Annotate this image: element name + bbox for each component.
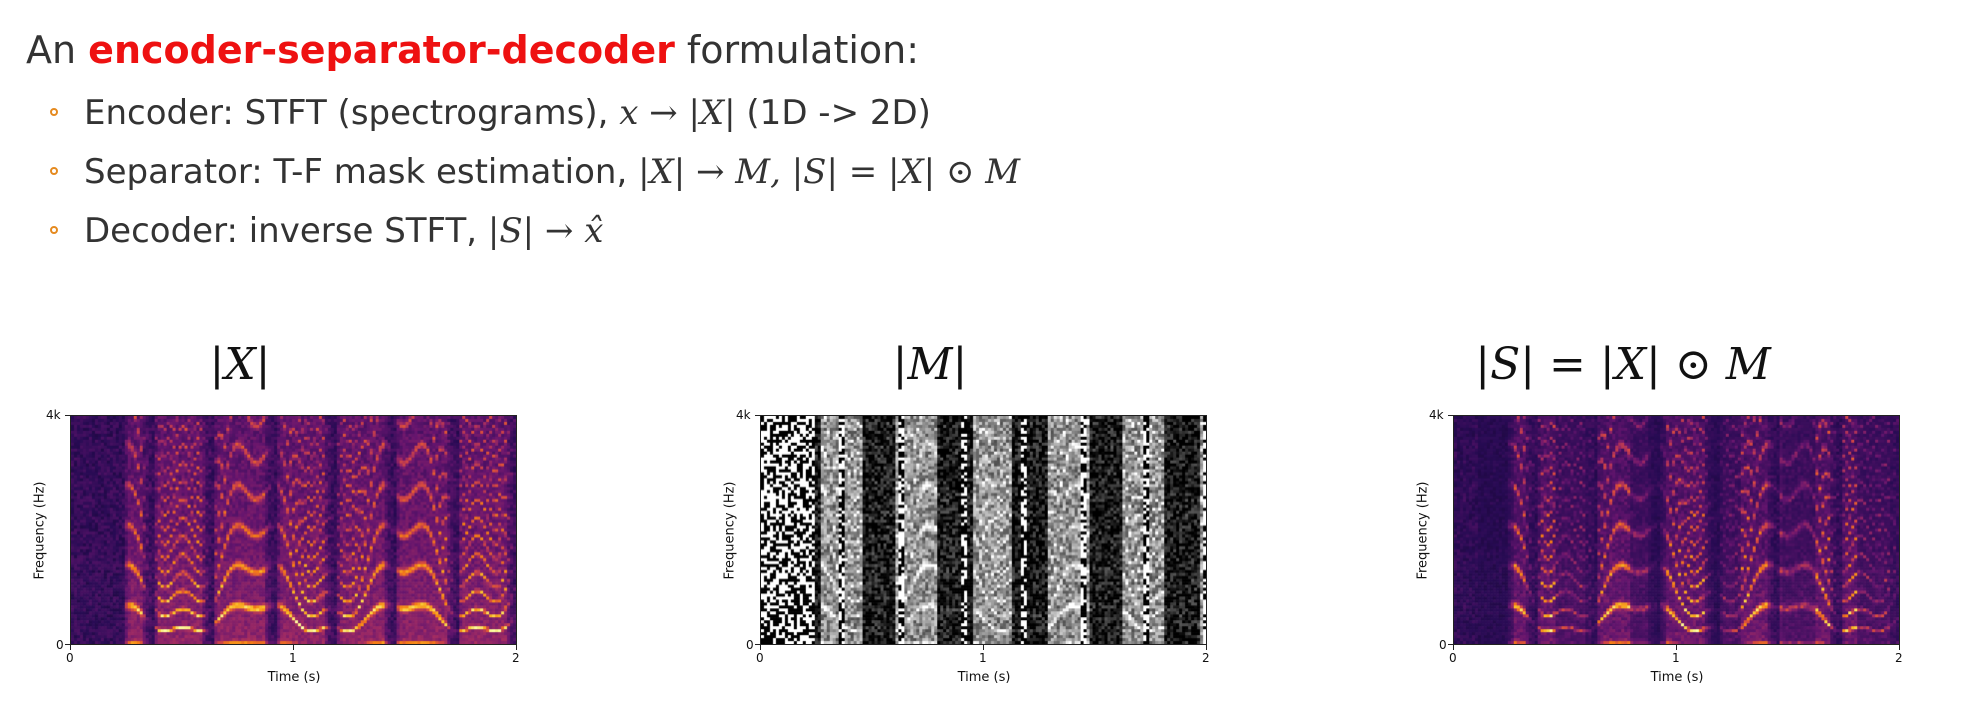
bullet-math: |S| → x̂ [487, 211, 604, 251]
x-tick-label: 1 [289, 651, 297, 665]
bullet-decoder: Decoder: inverse STFT, |S| → x̂ [50, 202, 1020, 261]
heading-suffix: formulation: [674, 28, 920, 72]
y-tick-label: 0 [1439, 638, 1447, 652]
x-tick-label: 0 [1449, 651, 1457, 665]
x-tick-mark [70, 645, 71, 650]
heading-highlight: encoder-separator-decoder [88, 28, 675, 72]
x-tick-mark [293, 645, 294, 650]
bullet-list: Encoder: STFT (spectrograms), x → |X| (1… [50, 84, 1020, 261]
bullet-math: x → |X| [619, 93, 736, 133]
x-axis-label: Time (s) [267, 670, 321, 685]
heading-prefix: An [26, 28, 89, 72]
bullet-text: Encoder: STFT (spectrograms), [84, 93, 620, 133]
y-tick-label: 4k [736, 408, 751, 422]
y-tick-mark [1448, 644, 1453, 645]
y-tick-mark [1448, 415, 1453, 416]
slide-heading: An encoder-separator-decoder formulation… [26, 26, 919, 74]
y-tick-mark [755, 415, 760, 416]
bullet-marker-icon [50, 167, 58, 175]
x-tick-mark [983, 645, 984, 650]
y-tick-label: 0 [746, 638, 754, 652]
panel-title: |M| [892, 339, 968, 390]
x-tick-label: 1 [979, 651, 987, 665]
x-axis-label: Time (s) [957, 670, 1011, 685]
y-tick-label: 0 [56, 638, 64, 652]
y-tick-mark [65, 644, 70, 645]
y-axis-label: Frequency (Hz) [1415, 481, 1431, 580]
x-axis-label: Time (s) [1650, 670, 1704, 685]
x-tick-label: 1 [1672, 651, 1680, 665]
x-tick-label: 0 [756, 651, 764, 665]
bullet-math: |X| → M, |S| = |X| ⊙ M [638, 152, 1021, 192]
heatmap-plot [760, 415, 1207, 645]
bullet-tail: (1D -> 2D) [735, 93, 931, 133]
x-tick-label: 2 [1895, 651, 1903, 665]
bullet-separator: Separator: T-F mask estimation, |X| → M,… [50, 143, 1020, 202]
heatmap-plot [70, 415, 517, 645]
heatmap-canvas [761, 416, 1206, 644]
panel-title: |X| [209, 339, 271, 390]
bullet-text: Separator: T-F mask estimation, [84, 152, 639, 192]
y-tick-mark [755, 644, 760, 645]
bullet-text: Decoder: inverse STFT, [84, 211, 488, 251]
x-tick-mark [516, 645, 517, 650]
x-tick-mark [760, 645, 761, 650]
heatmap-canvas [1454, 416, 1899, 644]
heatmap-canvas [71, 416, 516, 644]
x-tick-mark [1899, 645, 1900, 650]
x-tick-mark [1676, 645, 1677, 650]
y-tick-mark [65, 415, 70, 416]
bullet-marker-icon [50, 108, 58, 116]
x-tick-mark [1206, 645, 1207, 650]
y-axis-label: Frequency (Hz) [722, 481, 738, 580]
panel-title: |S| = |X| ⊙ M [1475, 339, 1771, 390]
y-tick-label: 4k [46, 408, 61, 422]
bullet-encoder: Encoder: STFT (spectrograms), x → |X| (1… [50, 84, 1020, 143]
x-tick-label: 2 [512, 651, 520, 665]
heatmap-plot [1453, 415, 1900, 645]
x-tick-label: 2 [1202, 651, 1210, 665]
x-tick-mark [1453, 645, 1454, 650]
x-tick-label: 0 [66, 651, 74, 665]
y-axis-label: Frequency (Hz) [32, 481, 48, 580]
y-tick-label: 4k [1429, 408, 1444, 422]
bullet-marker-icon [50, 226, 58, 234]
